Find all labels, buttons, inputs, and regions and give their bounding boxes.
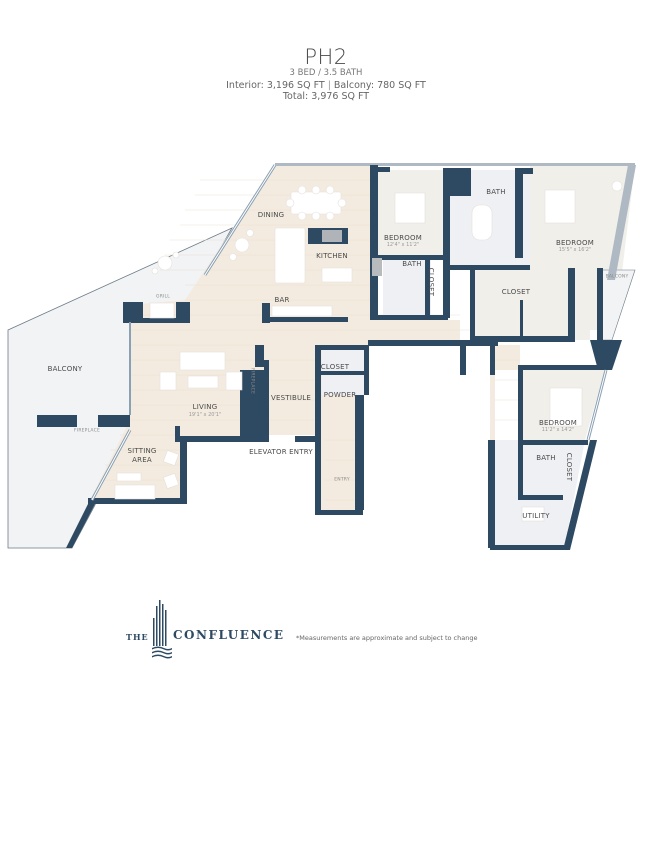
bath-2-floor <box>383 258 431 318</box>
room-label-vestibule: VESTIBULE <box>270 394 312 402</box>
unit-header: PH2 3 BED / 3.5 BATH Interior: 3,196 SQ … <box>0 46 652 103</box>
room-label-grill: GRILL <box>156 294 170 300</box>
room-label-master-closet: CLOSET <box>501 288 531 296</box>
bedroom-2-dimensions: 12'4" x 11'2" <box>386 242 420 248</box>
kitchen-island <box>274 227 306 284</box>
bedroom-3-dimensions: 11'2" x 14'2" <box>541 427 575 433</box>
room-label-powder-closet: CLOSET <box>320 363 350 371</box>
dining-table <box>290 191 342 215</box>
room-label-master-balcony: BALCONY <box>605 274 629 280</box>
coffee-table <box>187 375 219 389</box>
confluence-logo: THE CONFLUENCE <box>126 598 286 662</box>
grill <box>149 302 175 319</box>
room-label-utility: UTILITY <box>522 512 550 520</box>
room-label-kitchen: KITCHEN <box>316 252 348 260</box>
master-balcony-area <box>599 269 636 341</box>
living-dimensions: 19'1" x 20'1" <box>188 412 222 418</box>
sofa <box>179 351 226 371</box>
label-indoor-fireplace: FIREPLACE <box>249 368 255 394</box>
interior-area: Interior: 3,196 SQ FT <box>226 79 325 91</box>
room-label-sitting: SITTING <box>127 447 157 455</box>
room-label-bedroom-3: BEDROOM <box>539 419 577 427</box>
master-bed <box>544 189 576 224</box>
kitchen-counter <box>321 267 353 283</box>
room-label-area: AREA <box>132 456 152 464</box>
walls <box>37 163 636 550</box>
area-line: Interior: 3,196 SQ FT|Balcony: 780 SQ FT <box>0 80 652 92</box>
label-elevator-entry: ELEVATOR ENTRY <box>249 448 313 456</box>
room-label-balcony: BALCONY <box>47 365 83 373</box>
room-label-entry: ENTRY <box>334 477 350 483</box>
room-label-bar: BAR <box>274 296 290 304</box>
cooktop <box>322 230 342 242</box>
separator: | <box>327 79 331 91</box>
sitting-sofa <box>114 484 156 500</box>
room-label-powder: POWDER <box>323 391 357 399</box>
beds-baths: 3 BED / 3.5 BATH <box>289 68 363 78</box>
balcony-area: Balcony: 780 SQ FT <box>333 79 426 91</box>
master-bedroom-dimensions: 15'5" x 16'2" <box>558 247 592 253</box>
bed-2 <box>394 192 426 224</box>
room-label-bath-3: BATH <box>536 454 556 462</box>
bathtub <box>471 204 493 241</box>
room-label-master-bedroom: BEDROOM <box>556 239 594 247</box>
room-label-dining: DINING <box>257 211 285 219</box>
room-label-closet-3: CLOSET <box>565 452 573 482</box>
disclaimer-text: *Measurements are approximate and subjec… <box>296 634 478 642</box>
furniture <box>114 180 623 522</box>
label-outdoor-fireplace: FIREPLACE <box>74 428 100 434</box>
fridge <box>372 258 382 276</box>
room-label-bath-2: BATH <box>402 260 422 268</box>
room-label-living: LIVING <box>192 403 218 411</box>
bed-3 <box>549 387 583 427</box>
unit-title: PH2 <box>304 45 348 69</box>
total-area: Total: 3,976 SQ FT <box>282 91 370 102</box>
room-label-master-bath: BATH <box>486 188 506 196</box>
logo-name-text: CONFLUENCE <box>173 628 285 642</box>
room-label-bedroom-2: BEDROOM <box>384 234 422 242</box>
bath-3-floor <box>495 440 585 545</box>
wood-floor <box>90 165 520 510</box>
room-label-closet-2: CLOSET <box>427 267 435 297</box>
logo-the-text: THE <box>126 632 149 642</box>
confluence-logo-graphic <box>152 600 172 659</box>
